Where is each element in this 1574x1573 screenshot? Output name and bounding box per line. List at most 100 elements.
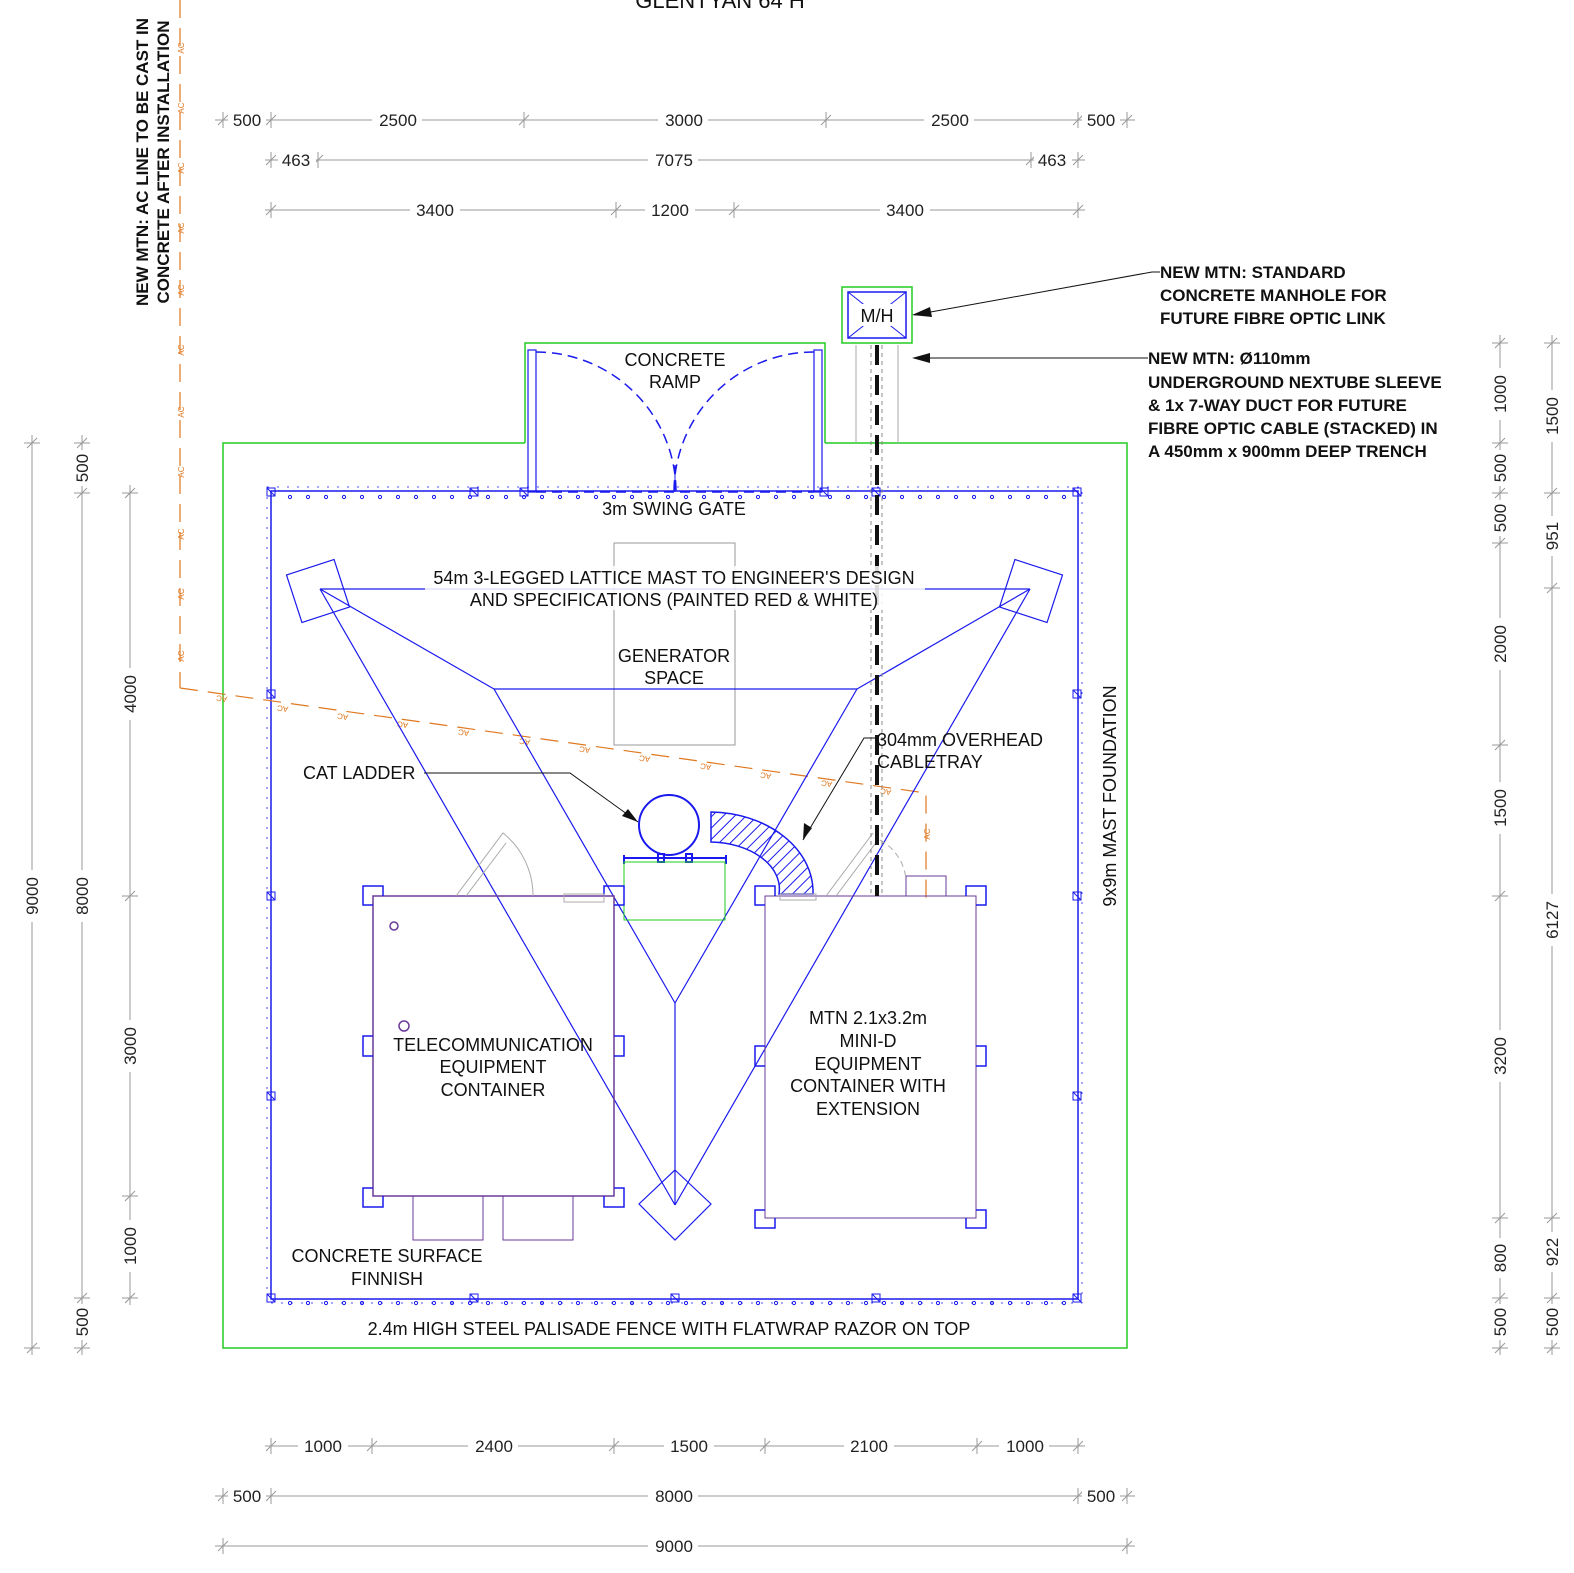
- left-dimensions: 9000 500 8000 500 4000 3000 1000: [20, 450, 142, 1340]
- fence-label: 2.4m HIGH STEEL PALISADE FENCE WITH FLAT…: [368, 1319, 971, 1339]
- fence-pale: [539, 494, 545, 500]
- fence-post: [1072, 1091, 1082, 1101]
- fence-pale: [503, 1300, 509, 1306]
- arrowheads: [622, 307, 932, 840]
- note-line: FUTURE FIBRE OPTIC LINK: [1160, 309, 1386, 328]
- ac-tag: AC: [457, 727, 469, 737]
- fence-pale: [773, 1300, 779, 1306]
- fence-post: [1072, 1293, 1082, 1303]
- ac-tag: AC: [177, 650, 186, 661]
- fence-post-cross: [670, 1293, 680, 1303]
- fence-pale: [971, 1300, 977, 1306]
- fence-pale: [1061, 494, 1067, 500]
- dim-text: 1500: [1543, 397, 1562, 435]
- dim-text: 2500: [379, 111, 417, 130]
- mast-leg-base: [638, 1169, 712, 1241]
- fence-pale: [629, 494, 635, 500]
- fence-post-cross: [519, 487, 529, 497]
- note-line: & 1x 7-WAY DUCT FOR FUTURE: [1148, 396, 1407, 415]
- fence-pale: [737, 494, 743, 500]
- swing-gate: [535, 351, 815, 493]
- dim-text: 800: [1491, 1244, 1510, 1272]
- note-line: A 450mm x 900mm DEEP TRENCH: [1148, 442, 1427, 461]
- dim-text: 2400: [475, 1437, 513, 1456]
- top-dimension-row-3: 3400 1200 3400: [410, 198, 930, 220]
- fence-post-cross: [469, 487, 479, 497]
- ac-tag: AC: [923, 828, 932, 839]
- ac-tag: AC: [177, 42, 186, 53]
- fence-pale: [413, 494, 419, 500]
- concrete-ramp-label: CONCRETE RAMP: [624, 350, 725, 392]
- site-boundary: [222, 286, 1128, 1349]
- fence-pale: [989, 494, 995, 500]
- dim-text: 500: [1491, 504, 1510, 532]
- fence-pale: [359, 1300, 365, 1306]
- fence-pale: [611, 1300, 617, 1306]
- ac-tag: AC: [177, 528, 186, 539]
- fence-pale: [953, 494, 959, 500]
- fence-post: [819, 487, 829, 497]
- telecom-container-label: TELECOMMUNICATION EQUIPMENT CONTAINER: [393, 1035, 593, 1100]
- dim-text: 500: [1543, 1308, 1562, 1336]
- fence-pale: [953, 1300, 959, 1306]
- fence-pale: [539, 1300, 545, 1306]
- fence-pale: [575, 1300, 581, 1306]
- dim-text: 8000: [655, 1487, 693, 1506]
- surface-label: CONCRETE SURFACE FINNISH: [291, 1246, 482, 1289]
- ramp-label-line: RAMP: [649, 372, 701, 392]
- fence-pale: [755, 1300, 761, 1306]
- fibre-duct: [870, 345, 883, 896]
- fence-pale: [665, 1300, 671, 1306]
- fence-pale: [593, 494, 599, 500]
- dim-text: 3400: [416, 201, 454, 220]
- fence-pale: [431, 1300, 437, 1306]
- telecom-label-line: EQUIPMENT: [439, 1057, 546, 1077]
- mast-label-line: AND SPECIFICATIONS (PAINTED RED & WHITE): [470, 590, 878, 610]
- ac-note: NEW MTN: AC LINE TO BE CAST IN CONCRETE …: [133, 18, 173, 306]
- drawing-title: GLENTYAN 64 H: [635, 0, 805, 13]
- ac-tag: AC: [879, 786, 891, 796]
- dim-text: 951: [1543, 522, 1562, 550]
- fence-pale: [647, 494, 653, 500]
- dim-text: 2500: [931, 111, 969, 130]
- cabletray-label-line: 304mm OVERHEAD: [877, 730, 1043, 750]
- fence-pale: [683, 1300, 689, 1306]
- mtn-label-line: MTN 2.1x3.2m: [809, 1008, 927, 1028]
- ac-tag: AC: [177, 588, 186, 599]
- fence-pale: [485, 494, 491, 500]
- fence-post-cross: [266, 689, 276, 699]
- fence-pale: [899, 1300, 905, 1306]
- fence-pale: [521, 1300, 527, 1306]
- fence-pale: [845, 1300, 851, 1306]
- ac-tag: AC: [276, 703, 288, 713]
- fence-pale: [845, 494, 851, 500]
- ac-tag: AC: [177, 222, 186, 233]
- note-line: CONCRETE AFTER INSTALLATION: [154, 21, 173, 304]
- fence-pale: [557, 494, 563, 500]
- fence-pale: [1061, 1300, 1067, 1306]
- ac-line: [179, 0, 927, 900]
- fence-pale: [719, 1300, 725, 1306]
- fence-pale: [395, 1300, 401, 1306]
- note-line: NEW MTN: STANDARD: [1160, 263, 1346, 282]
- fence-pale: [323, 494, 329, 500]
- fence-post-cross: [1072, 689, 1082, 699]
- mast-label: 54m 3-LEGGED LATTICE MAST TO ENGINEER'S …: [425, 566, 925, 610]
- note-line: UNDERGROUND NEXTUBE SLEEVE: [1148, 373, 1442, 392]
- generator-space: [613, 542, 736, 746]
- fence-pale: [467, 1300, 473, 1306]
- ac-tag: AC: [177, 102, 186, 113]
- fence-pale: [287, 1300, 293, 1306]
- fence-post: [1072, 487, 1082, 497]
- fence-pale: [287, 494, 293, 500]
- ac-tag: AC: [396, 719, 408, 729]
- mast-label-line: 54m 3-LEGGED LATTICE MAST TO ENGINEER'S …: [433, 568, 914, 588]
- fence-pale: [971, 494, 977, 500]
- fence-post-cross: [266, 891, 276, 901]
- fence-post-cross: [266, 1293, 276, 1303]
- ac-tag: AC: [177, 466, 186, 477]
- dim-text: 500: [1491, 454, 1510, 482]
- dim-text: 500: [233, 1487, 261, 1506]
- dim-text: 1000: [1006, 1437, 1044, 1456]
- fence-post-cross: [266, 1091, 276, 1101]
